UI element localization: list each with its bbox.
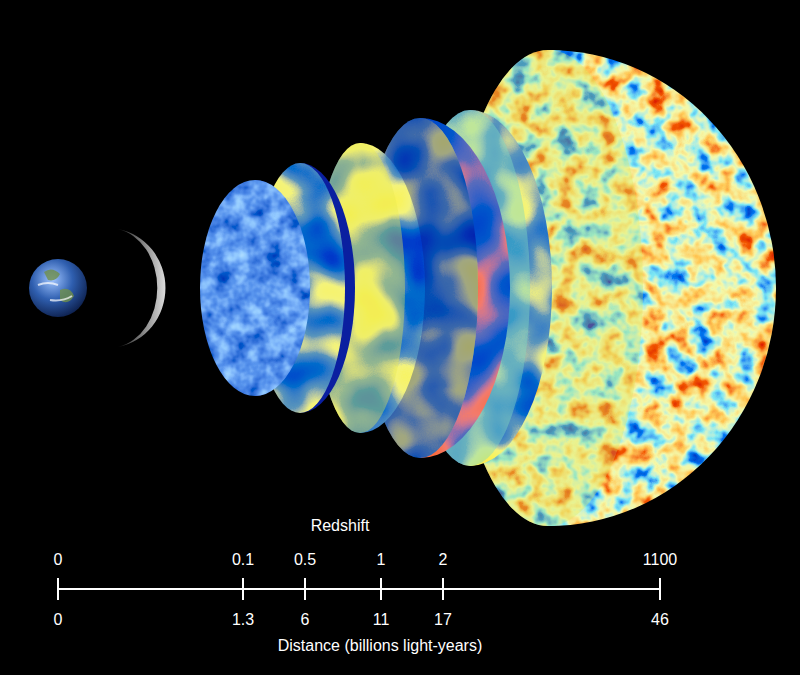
axis-title: Distance (billions light-years): [278, 637, 483, 655]
distance-tick: 1.3: [232, 611, 254, 629]
shell-near: [200, 180, 310, 396]
redshift-tick: 2: [439, 551, 448, 569]
redshift-tick: 1: [377, 551, 386, 569]
distance-tick: 6: [301, 611, 310, 629]
moon-crescent: [118, 229, 165, 347]
distance-tick: 17: [434, 611, 452, 629]
distance-tick: 46: [651, 611, 669, 629]
axis-title: Redshift: [311, 517, 370, 535]
distance-tick: 11: [373, 611, 390, 629]
redshift-tick: 0: [54, 551, 63, 569]
redshift-tick: 1100: [643, 551, 677, 569]
scale-bar: [58, 578, 660, 600]
redshift-tick: 0.1: [232, 551, 254, 569]
earth: [29, 259, 87, 317]
distance-tick: 0: [54, 611, 63, 629]
redshift-tick: 0.5: [294, 551, 316, 569]
